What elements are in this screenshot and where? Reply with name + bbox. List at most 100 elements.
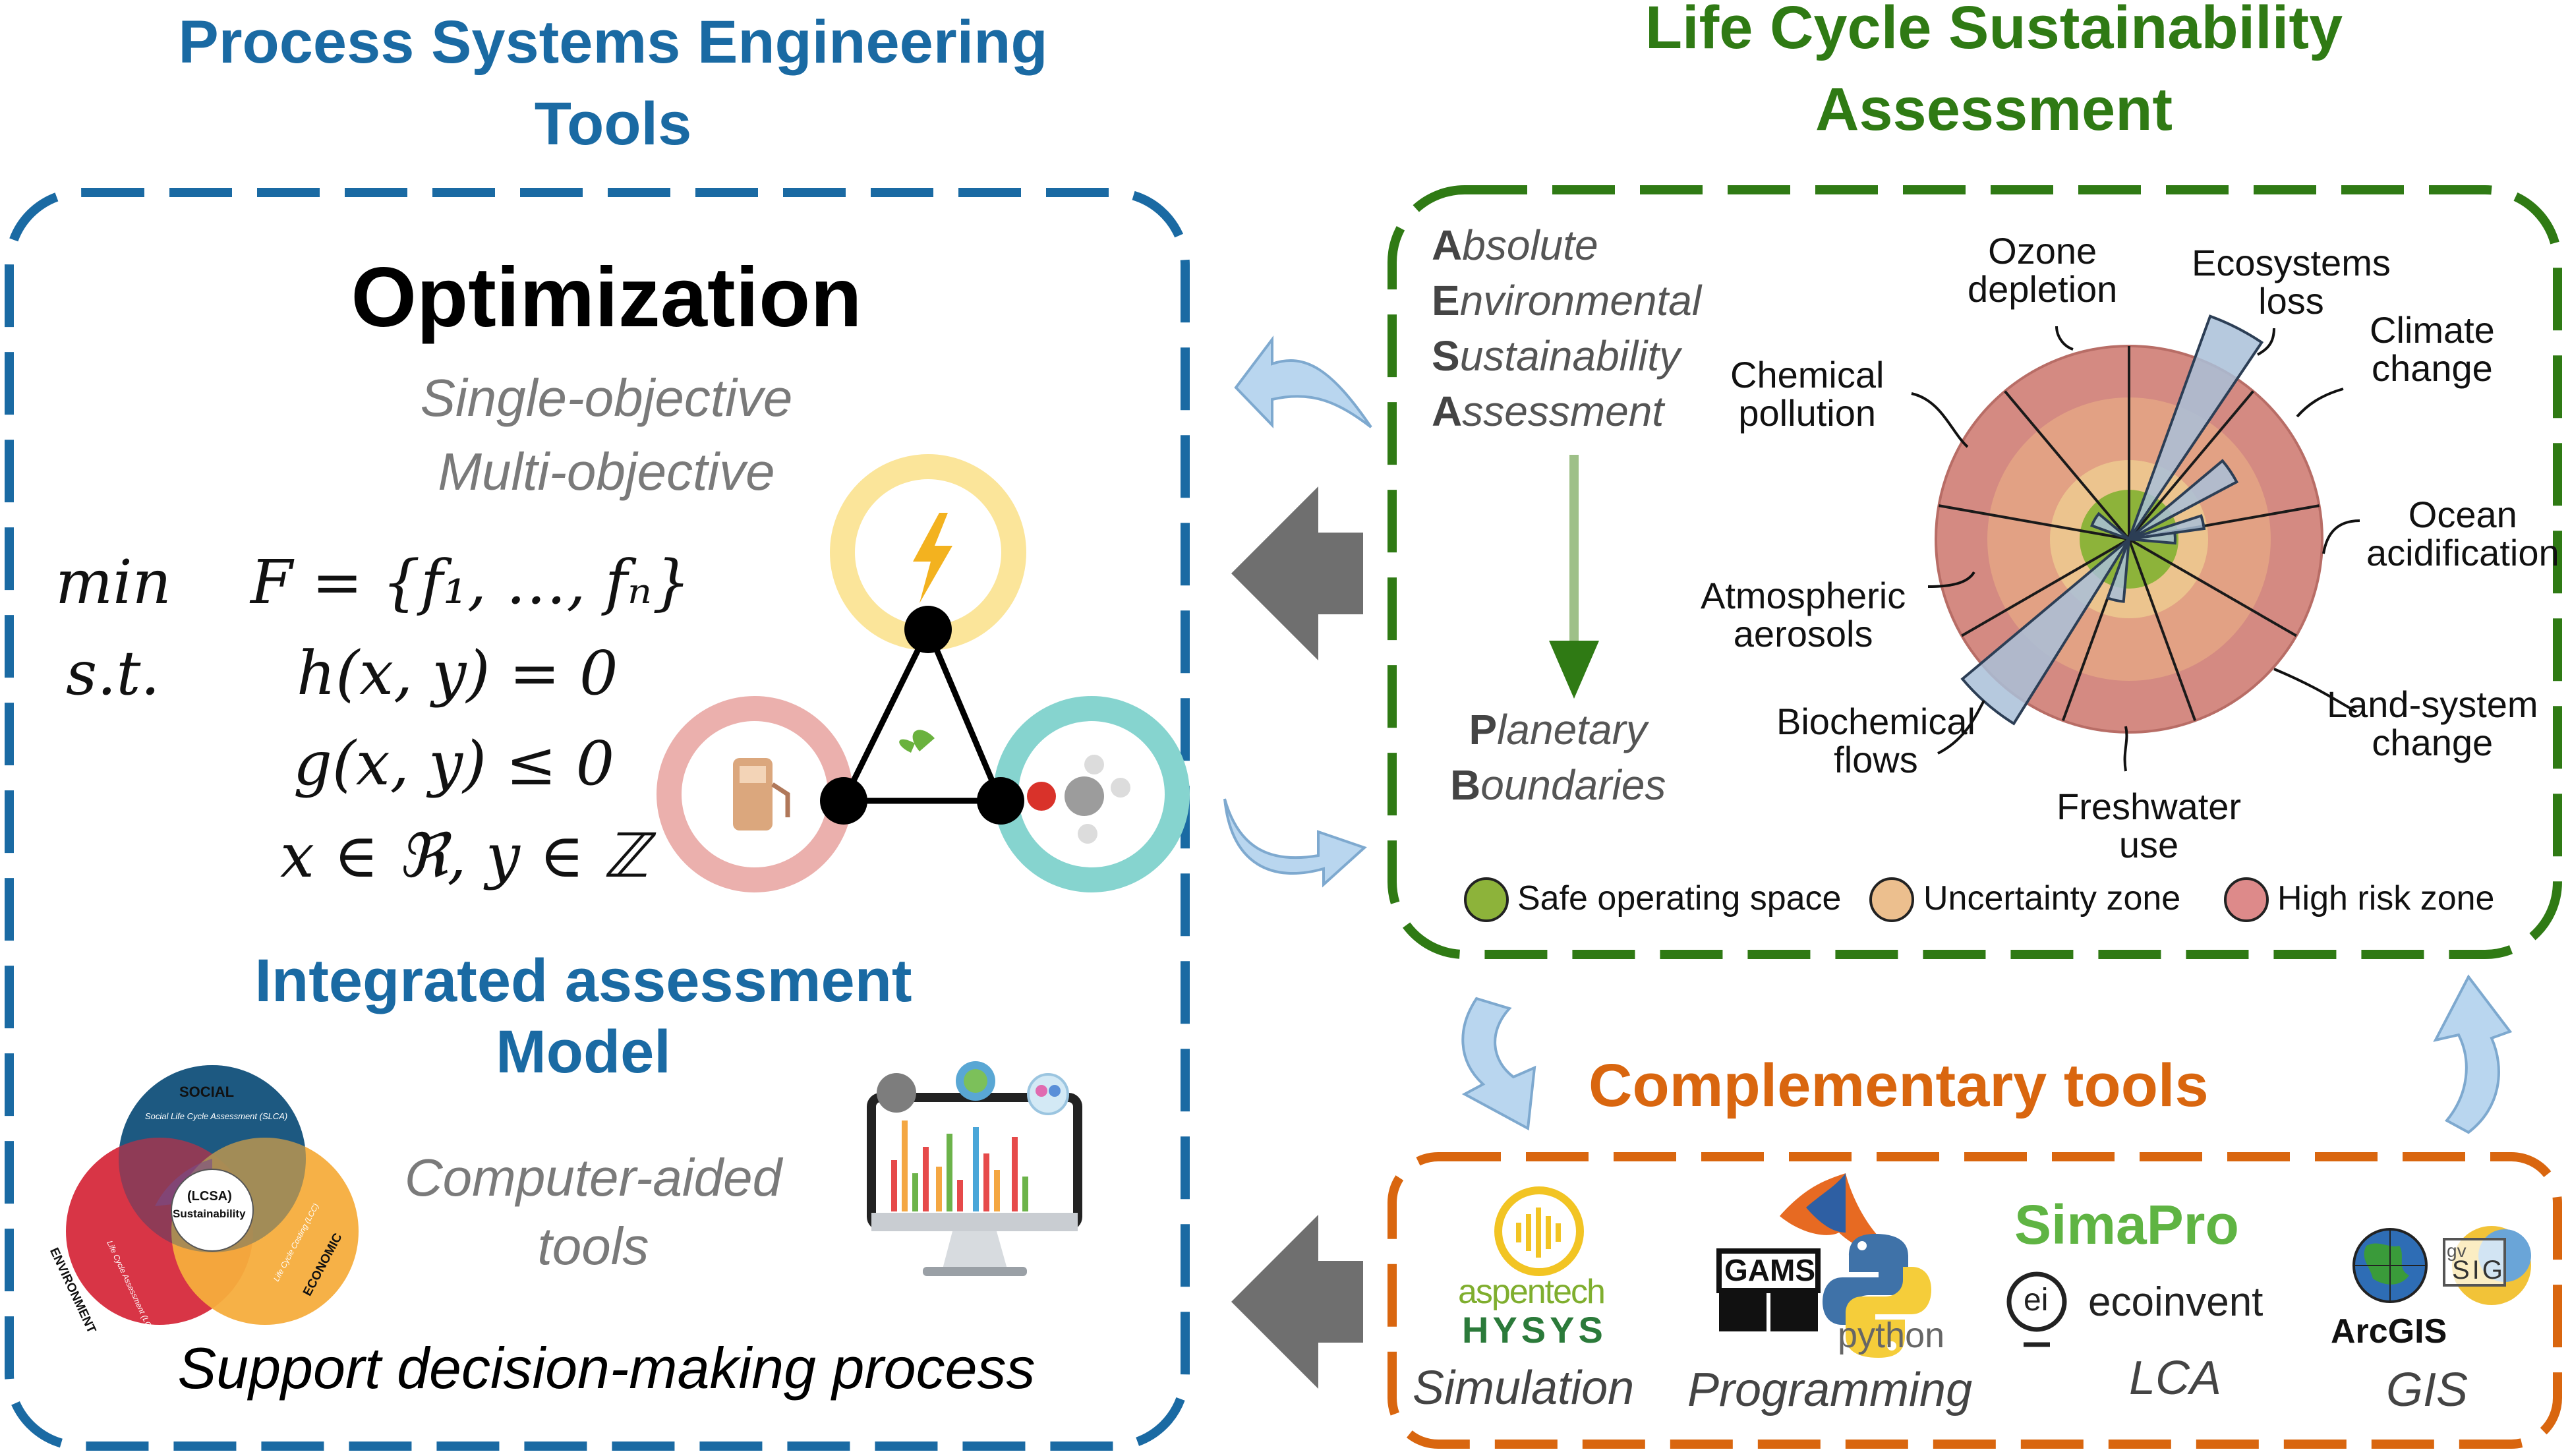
aspen-hysys-logo <box>1494 1186 1584 1276</box>
pse-title: Process Systems Engineering Tools <box>0 1 1226 165</box>
pb-overshoot-wedge <box>2128 459 2239 540</box>
pb-spoke <box>2004 390 2130 540</box>
pb-overshoot-wedge <box>2105 539 2130 603</box>
computer-aided-tools-label: Computer-aided tools <box>369 1144 817 1281</box>
caption-lca: LCA <box>2129 1352 2222 1405</box>
pb-spoke <box>1961 538 2130 637</box>
gray-arrow-top <box>1231 486 1363 660</box>
venn-social-label: SOCIAL <box>179 1084 235 1100</box>
curved-arrow-down-to-complementary <box>1461 997 1536 1131</box>
curved-arrow-up-to-lcsa <box>2433 974 2513 1134</box>
pb-spoke <box>2128 390 2254 540</box>
aesa-line-1: Absolute <box>1432 221 1598 269</box>
integrated-assessment-line1: Integrated assessment <box>254 947 912 1014</box>
legend-safe-label: Safe operating space <box>1517 879 1842 917</box>
venn-center-bottom: Sustainability <box>173 1208 246 1220</box>
pb-spoke <box>2128 539 2197 722</box>
math-objective: F = {f₁, …, fₙ} <box>250 547 691 618</box>
math-inequality-constraint: g(x, y) ≤ 0 <box>293 728 615 799</box>
legend-uncertainty-label: Uncertainty zone <box>1923 879 2181 917</box>
lcsa-venn-diagram <box>66 1065 359 1325</box>
caption-gis: GIS <box>2386 1364 2468 1416</box>
aesa-line-4: Assessment <box>1432 388 1664 435</box>
python-logo <box>1823 1234 1931 1358</box>
computer-aided-line2: tools <box>537 1217 649 1275</box>
caption-simulation: Simulation <box>1413 1362 1635 1414</box>
hysys-label: HYSYS <box>1462 1309 1607 1351</box>
gvsig-logo <box>2443 1226 2531 1305</box>
pb-line-1: Planetary <box>1469 706 1647 753</box>
planetary-boundaries-wheel <box>1935 314 2323 734</box>
legend-dot-high-risk <box>2224 877 2269 922</box>
arcgis-globe-logo <box>2352 1228 2428 1303</box>
venn-slca-label: Social Life Cycle Assessment (SLCA) <box>145 1111 288 1121</box>
lcsa-title-line1: Life Cycle Sustainability <box>1645 0 2343 61</box>
pb-overshoot-wedge <box>2128 314 2264 540</box>
optimization-heading: Optimization <box>351 250 862 345</box>
lcsa-box <box>1387 185 2562 959</box>
aesa-to-pb-arrowhead <box>1549 641 1599 699</box>
ecoinvent-logo-mark <box>2006 1271 2067 1347</box>
complementary-title: Complementary tools <box>1589 1052 2209 1119</box>
energy-triangle-icon <box>657 454 1190 892</box>
math-st-keyword: s.t. <box>66 638 160 709</box>
legend-dot-safe <box>1464 877 1509 922</box>
single-objective-label: Single-objective <box>420 368 793 427</box>
lcsa-title-line2: Assessment <box>1815 76 2173 143</box>
pb-label-pointers <box>1911 326 2360 772</box>
caption-programming: Programming <box>1687 1364 1973 1416</box>
dashboard-monitor-icon <box>867 1061 1082 1276</box>
integrated-assessment-heading: Integrated assessment Model <box>0 945 1167 1088</box>
gvsig-label: SIG <box>2452 1256 2505 1285</box>
gray-arrow-bottom <box>1231 1215 1363 1389</box>
pse-title-line1: Process Systems Engineering <box>178 9 1048 76</box>
math-min-keyword: min <box>55 547 171 618</box>
curved-arrow-to-pse <box>1234 335 1372 428</box>
ecoinvent-badge-text: ei <box>2024 1283 2049 1318</box>
math-equality-constraint: h(x, y) = 0 <box>297 638 618 709</box>
computer-aided-line1: Computer-aided <box>404 1148 782 1207</box>
aspentech-label: aspentech <box>1458 1273 1606 1311</box>
integrated-assessment-line2: Model <box>496 1018 671 1086</box>
planetary-boundaries-label: Planetary Boundaries <box>1450 702 1666 813</box>
pse-title-line2: Tools <box>534 90 692 158</box>
ecoinvent-label: ecoinvent <box>2088 1279 2263 1325</box>
gams-label: GAMS <box>1724 1253 1815 1287</box>
pb-overshoot-wedge <box>1960 538 2130 726</box>
gvsig-letters: gv <box>2447 1240 2467 1261</box>
support-decision-text: Support decision-making process <box>177 1335 1036 1401</box>
pb-overshoot-wedge <box>2090 511 2130 540</box>
pb-spoke <box>1939 504 2130 540</box>
legend-high-risk-label: High risk zone <box>2277 879 2495 917</box>
objective-types: Single-objective Multi-objective <box>330 361 883 509</box>
curved-arrow-to-lcsa <box>1223 798 1367 888</box>
gams-logo <box>1716 1248 1821 1331</box>
lcsa-title: Life Cycle Sustainability Assessment <box>1384 0 2570 150</box>
python-label: python <box>1838 1316 1945 1355</box>
complementary-box <box>1387 1152 2562 1449</box>
multi-objective-label: Multi-objective <box>438 442 775 501</box>
pb-overshoot-wedge <box>2128 531 2176 545</box>
aesa-line-3: Sustainability <box>1432 332 1681 380</box>
aesa-acronym: Absolute Environmental Sustainability As… <box>1432 218 1701 439</box>
legend-dot-uncertainty <box>1869 877 1914 922</box>
pb-spoke <box>2128 538 2297 637</box>
math-domain-constraint: x ∈ ℜ, y ∈ ℤ <box>280 821 649 891</box>
pb-line-2: Boundaries <box>1450 761 1666 809</box>
venn-center-top: (LCSA) <box>187 1189 232 1204</box>
simapro-label: SimaPro <box>2014 1194 2239 1256</box>
aesa-line-2: Environmental <box>1432 277 1702 324</box>
pb-overshoot-wedge <box>2128 513 2206 540</box>
arcgis-label: ArcGIS <box>2331 1312 2447 1351</box>
